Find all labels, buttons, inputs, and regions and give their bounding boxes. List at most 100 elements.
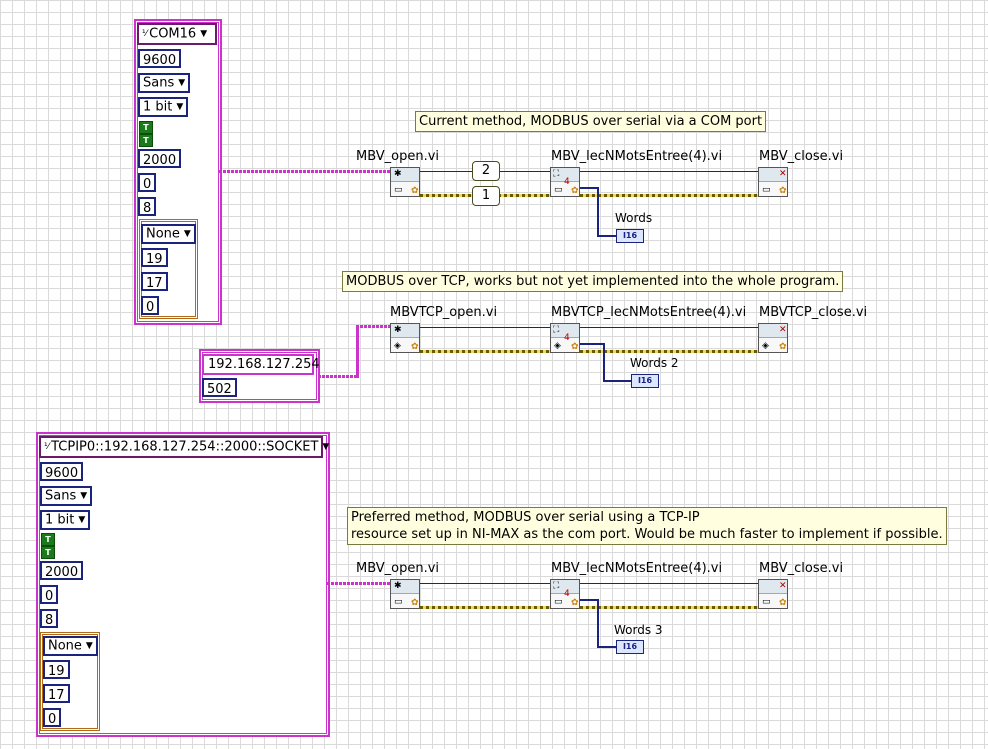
network-icon: ⛶ [553, 169, 560, 179]
xon-char-field[interactable]: 19 [43, 660, 70, 679]
error-cluster-icon: ✿ [571, 342, 579, 352]
close-vi-node[interactable]: ✕▭✿ [758, 167, 788, 197]
dropdown-arrow-icon[interactable]: ▼ [178, 78, 186, 88]
read-count: 4 [564, 177, 570, 187]
error-cluster-icon: ✿ [411, 186, 419, 196]
tcp-open-vi-node[interactable]: ✱ ◈ ✿ [390, 323, 420, 353]
boolean-constant-2[interactable]: T [139, 134, 153, 147]
words-indicator[interactable]: I16 [616, 640, 644, 654]
close-icon: ✕ [779, 325, 787, 335]
dropdown-arrow-icon[interactable]: ▼ [176, 102, 184, 112]
words-wire[interactable] [603, 380, 631, 382]
stop-bits-select[interactable]: 1 bit▼ [138, 97, 189, 117]
error-wire[interactable] [420, 606, 550, 609]
baud-rate-field[interactable]: 9600 [138, 49, 182, 68]
note-line-2: resource set up in NI-MAX as the com por… [351, 527, 943, 542]
error-cluster-icon: ✿ [779, 342, 787, 352]
parity-select[interactable]: Sans▼ [138, 73, 191, 93]
resource-wire[interactable] [420, 327, 550, 328]
read-vi-node[interactable]: ⛶4▭✿ [550, 579, 580, 609]
numeric-constant-b[interactable]: 1 [472, 186, 500, 206]
sparkle-icon: ✱ [394, 325, 402, 335]
dropdown-arrow-icon[interactable]: ▼ [322, 442, 330, 452]
flow-value-field[interactable]: 0 [43, 708, 62, 727]
flow-control-select[interactable]: None▼ [141, 224, 196, 244]
error-wire[interactable] [580, 606, 758, 609]
network-plug-icon: ◈ [394, 341, 401, 351]
xon-char-field[interactable]: 19 [141, 248, 168, 267]
cluster-wire[interactable] [318, 375, 358, 378]
visa-resource-com16[interactable]: ⅟COM16▼ [137, 23, 217, 45]
vi-label-tcp-close: MBVTCP_close.vi [759, 305, 868, 320]
words-wire[interactable] [597, 599, 599, 647]
words-indicator[interactable]: I16 [616, 229, 644, 243]
words-label: Words 3 [614, 623, 663, 637]
flow-value-field[interactable]: 0 [141, 296, 160, 315]
resource-wire[interactable] [420, 583, 550, 584]
network-icon: ⛶ [553, 581, 560, 591]
value-field[interactable]: 0 [138, 173, 157, 192]
numeric-constant-a[interactable]: 2 [472, 161, 500, 181]
serial-port-icon: ▭ [394, 597, 403, 607]
words-wire[interactable] [597, 235, 616, 237]
resource-wire[interactable] [580, 583, 758, 584]
dropdown-arrow-icon[interactable]: ▼ [85, 641, 93, 651]
xoff-char-field[interactable]: 17 [141, 272, 168, 291]
comment-note-2: MODBUS over TCP, works but not yet imple… [342, 271, 844, 292]
cluster-wire[interactable] [356, 325, 359, 378]
baud-rate-field[interactable]: 9600 [40, 462, 84, 481]
words-indicator[interactable]: I16 [631, 374, 659, 388]
close-icon: ✕ [779, 581, 787, 591]
close-icon: ✕ [779, 169, 787, 179]
words-wire[interactable] [597, 187, 599, 236]
dropdown-arrow-icon[interactable]: ▼ [200, 29, 208, 39]
serial-port-icon: ▭ [394, 185, 403, 195]
visa-resource-tcpip[interactable]: ⅟TCPIP0::192.168.127.254::2000::SOCKET▼ [39, 436, 329, 458]
open-vi-node[interactable]: ✱▭✿ [390, 579, 420, 609]
cluster-wire[interactable] [219, 170, 390, 173]
error-wire[interactable] [580, 194, 758, 197]
vi-label-open: MBV_open.vi [356, 149, 440, 164]
error-wire[interactable] [420, 350, 550, 353]
stop-bits-select[interactable]: 1 bit▼ [40, 510, 91, 530]
cluster-wire[interactable] [327, 582, 390, 585]
boolean-constant-2[interactable]: T [41, 546, 55, 559]
open-vi-node[interactable]: ✱▭✿ [390, 167, 420, 197]
dropdown-arrow-icon[interactable]: ▼ [183, 229, 191, 239]
timeout-field[interactable]: 2000 [138, 149, 182, 168]
words-label: Words [615, 211, 653, 225]
vi-label-open: MBV_open.vi [356, 561, 440, 576]
words-wire[interactable] [580, 187, 598, 189]
xoff-char-field[interactable]: 17 [43, 684, 70, 703]
resource-wire[interactable] [580, 171, 758, 172]
error-wire[interactable] [580, 350, 758, 353]
comment-note-3: Preferred method, MODBUS over serial usi… [347, 507, 947, 545]
words-wire[interactable] [580, 343, 604, 345]
error-cluster-icon: ✿ [411, 342, 419, 352]
error-cluster-icon: ✿ [779, 186, 787, 196]
flow-control-select[interactable]: None▼ [43, 636, 98, 656]
vi-label-read: MBV_lecNMotsEntree(4).vi [551, 149, 723, 164]
vi-label-close: MBV_close.vi [759, 561, 844, 576]
data-bits-field[interactable]: 8 [138, 197, 157, 216]
parity-select[interactable]: Sans▼ [40, 486, 93, 506]
boolean-constant-1[interactable]: T [41, 533, 55, 546]
tcp-close-vi-node[interactable]: ✕◈✿ [758, 323, 788, 353]
words-wire[interactable] [603, 343, 605, 381]
boolean-constant-1[interactable]: T [139, 121, 153, 134]
read-vi-node[interactable]: ⛶4▭✿ [550, 167, 580, 197]
port-field[interactable]: 502 [202, 378, 237, 397]
words-wire[interactable] [597, 646, 616, 648]
ip-address-field[interactable]: 192.168.127.254 [202, 354, 320, 375]
dropdown-arrow-icon[interactable]: ▼ [80, 491, 88, 501]
words-wire[interactable] [580, 599, 598, 601]
value-field[interactable]: 0 [40, 585, 59, 604]
dropdown-arrow-icon[interactable]: ▼ [78, 515, 86, 525]
vi-label-tcp-read: MBVTCP_lecNMotsEntree(4).vi [551, 305, 747, 320]
cluster-wire[interactable] [356, 325, 390, 328]
resource-wire[interactable] [580, 327, 758, 328]
data-bits-field[interactable]: 8 [40, 609, 59, 628]
close-vi-node[interactable]: ✕▭✿ [758, 579, 788, 609]
tcp-read-vi-node[interactable]: ⛶4◈✿ [550, 323, 580, 353]
timeout-field[interactable]: 2000 [40, 561, 84, 580]
